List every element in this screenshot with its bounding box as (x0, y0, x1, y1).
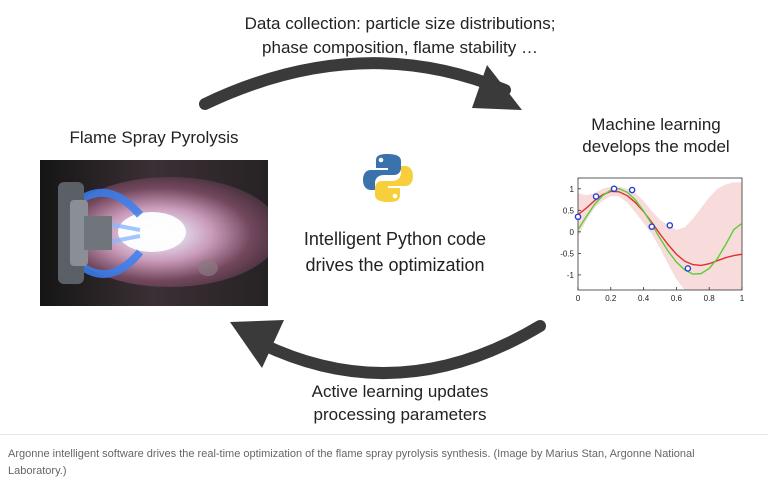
plot-frame (577, 177, 743, 291)
observation-point (666, 222, 674, 229)
observation-point (684, 265, 692, 272)
y-tick-label: 1 (570, 185, 575, 194)
confidence-band (578, 182, 742, 290)
center-statement: Intelligent Python code drives the optim… (270, 226, 520, 278)
bottom-caption-line1: Active learning updates (311, 382, 489, 401)
center-line2: drives the optimization (305, 255, 485, 275)
observation-point (610, 185, 618, 193)
observation-point (648, 223, 656, 230)
x-tick-label: 0.4 (638, 294, 650, 303)
x-tick-label: 0.2 (605, 294, 617, 303)
x-tick-label: 1 (740, 294, 745, 303)
caption-divider (0, 434, 768, 435)
observation-point (574, 213, 582, 221)
bottom-caption-line2: processing parameters (313, 405, 487, 424)
ml-title-line1: Machine learning (591, 115, 721, 134)
true-function-line (578, 188, 742, 275)
y-tick-label: -1 (567, 271, 575, 280)
gp-regression-chart: 0 0.2 0.4 0.6 0.8 1 1 0.5 0 -0.5 -1 (560, 177, 745, 303)
x-tick-label: 0 (576, 294, 581, 303)
flame-spray-title: Flame Spray Pyrolysis (69, 128, 239, 147)
y-tick-label: 0.5 (563, 206, 575, 215)
observation-point (592, 193, 600, 200)
python-logo-icon (363, 154, 413, 202)
x-tick-label: 0.6 (671, 294, 683, 303)
center-line1: Intelligent Python code (303, 229, 487, 249)
curved-arrow-left-icon (230, 320, 546, 380)
ml-title: Machine learning develops the model (556, 114, 756, 158)
observation-point (628, 186, 636, 194)
top-caption-line1: Data collection: particle size distribut… (244, 14, 556, 33)
x-tick-label: 0.8 (704, 294, 716, 303)
top-caption: Data collection: particle size distribut… (200, 12, 600, 60)
y-tick-label: 0 (570, 228, 575, 237)
bottom-caption: Active learning updates processing param… (250, 380, 550, 426)
curved-arrow-right-icon (199, 57, 522, 110)
flame-photo (40, 160, 268, 306)
figure-caption: Argonne intelligent software drives the … (8, 448, 695, 477)
ml-title-line2: develops the model (582, 137, 730, 156)
top-caption-line2: phase composition, flame stability … (262, 38, 538, 57)
y-tick-label: -0.5 (560, 249, 574, 258)
